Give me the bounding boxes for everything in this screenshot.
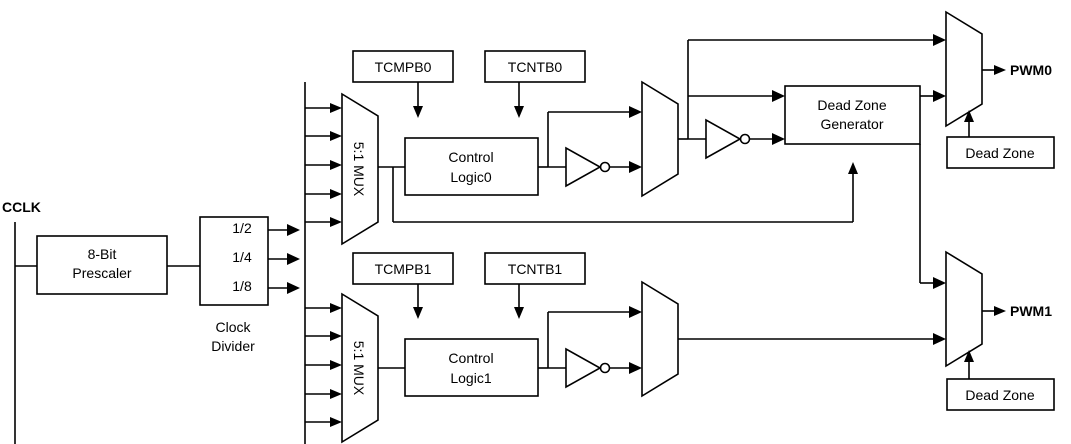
tcntb1-label: TCNTB1 bbox=[508, 261, 563, 277]
arrow-div-out-2 bbox=[287, 253, 300, 265]
tcntb1-register bbox=[484, 252, 586, 285]
clock-divider-label-line1: Clock bbox=[215, 319, 251, 335]
divider-ratio-1-8: 1/8 bbox=[232, 278, 252, 294]
pwm0-label: PWM0 bbox=[1010, 62, 1052, 78]
dead-zone-generator-block bbox=[784, 85, 921, 145]
control-logic0-line2: Logic0 bbox=[450, 169, 491, 185]
arrow-dzg-to-outmux1 bbox=[933, 277, 946, 289]
arrow-mux0-in-2 bbox=[330, 131, 342, 141]
inverter1 bbox=[565, 347, 602, 389]
arrow-logic1-to-sel1 bbox=[629, 306, 642, 318]
control-logic0-line1: Control bbox=[448, 149, 493, 165]
arrow-mux0-in-3 bbox=[330, 160, 342, 170]
arrow-mux1-in-4 bbox=[330, 389, 342, 399]
tcmpb1-register bbox=[352, 252, 454, 285]
arrow-mux0-in-5 bbox=[330, 217, 342, 227]
arrow-tcntb0-logic0 bbox=[514, 106, 524, 118]
arrow-sel0-to-outmux0-top bbox=[933, 34, 946, 46]
divider-ratio-1-2: 1/2 bbox=[232, 220, 252, 236]
arrow-tcntb1-logic1 bbox=[514, 307, 524, 319]
arrow-pwm0 bbox=[994, 65, 1006, 75]
arrow-div-out-1 bbox=[287, 224, 300, 236]
output-mux1 bbox=[945, 250, 983, 368]
arrow-deadzone-feed bbox=[848, 162, 858, 174]
selector-mux1 bbox=[641, 280, 679, 398]
tcmpb0-label: TCMPB0 bbox=[375, 59, 432, 75]
arrow-mux1-in-3 bbox=[330, 360, 342, 370]
dead-zone-register0 bbox=[946, 136, 1055, 169]
divider-ratio-1-4: 1/4 bbox=[232, 249, 252, 265]
arrow-dzg-to-outmux0 bbox=[933, 90, 946, 102]
dead-zone-generator-line2: Generator bbox=[820, 116, 883, 132]
selector-mux0 bbox=[641, 80, 679, 198]
arrow-mux1-in-5 bbox=[330, 417, 342, 427]
prescaler-label-line2: Prescaler bbox=[72, 265, 131, 281]
inverter-deadzone bbox=[705, 118, 742, 160]
arrow-logic0-to-sel0 bbox=[629, 106, 642, 118]
arrow-mux1-in-2 bbox=[330, 331, 342, 341]
tcntb0-register bbox=[484, 50, 586, 83]
tcmpb1-label: TCMPB1 bbox=[375, 261, 432, 277]
clock-divider-block bbox=[199, 216, 269, 306]
inverter0-bubble bbox=[599, 161, 611, 173]
inverter1-bubble bbox=[599, 362, 611, 374]
arrow-tcmpb0-logic0 bbox=[413, 106, 423, 118]
arrow-dz0-to-outmux0 bbox=[964, 110, 974, 122]
arrow-inv1-to-sel1 bbox=[629, 362, 642, 374]
tcmpb0-register bbox=[352, 50, 454, 83]
dead-zone-register0-label: Dead Zone bbox=[965, 145, 1034, 161]
mux0-label: 5:1 MUX bbox=[351, 142, 367, 197]
arrow-dz1-to-outmux1 bbox=[964, 350, 974, 362]
control-logic1-block bbox=[404, 338, 539, 397]
clock-divider-label-line2: Divider bbox=[211, 338, 255, 354]
prescaler-label-line1: 8-Bit bbox=[88, 246, 117, 262]
arrow-sel0-to-dzg bbox=[772, 90, 785, 102]
dead-zone-generator-line1: Dead Zone bbox=[817, 97, 886, 113]
arrow-mux0-in-4 bbox=[330, 189, 342, 199]
inverter0 bbox=[565, 146, 602, 188]
arrow-sel1-to-outmux1 bbox=[933, 333, 946, 345]
arrow-div-out-3 bbox=[287, 282, 300, 294]
dead-zone-register1 bbox=[946, 378, 1055, 411]
arrow-mux0-in-1 bbox=[330, 103, 342, 113]
dead-zone-register1-label: Dead Zone bbox=[965, 387, 1034, 403]
arrow-tcmpb1-logic1 bbox=[413, 307, 423, 319]
arrow-inv-to-dzg bbox=[772, 133, 785, 145]
control-logic0-block bbox=[404, 137, 539, 196]
pwm1-label: PWM1 bbox=[1010, 303, 1052, 319]
control-logic1-line2: Logic1 bbox=[450, 370, 491, 386]
output-mux0 bbox=[945, 10, 983, 128]
mux0-block bbox=[341, 92, 379, 246]
tcntb0-label: TCNTB0 bbox=[508, 59, 563, 75]
inverter-deadzone-bubble bbox=[739, 133, 751, 145]
prescaler-block bbox=[36, 235, 168, 295]
cclk-label: CCLK bbox=[2, 199, 41, 215]
arrow-pwm1 bbox=[994, 306, 1006, 316]
mux1-label: 5:1 MUX bbox=[351, 341, 367, 396]
arrow-inv0-to-sel0 bbox=[629, 161, 642, 173]
mux1-block bbox=[341, 292, 379, 444]
control-logic1-line1: Control bbox=[448, 350, 493, 366]
arrow-mux1-in-1 bbox=[330, 303, 342, 313]
